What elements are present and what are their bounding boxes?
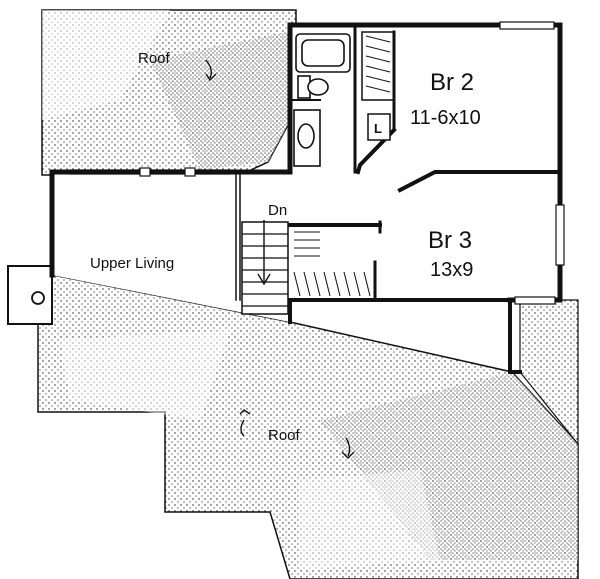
stair-direction-label: Dn <box>268 202 287 219</box>
bathtub <box>295 33 351 73</box>
closet-br3 <box>293 231 371 297</box>
roof-slope-arrow-icon <box>205 59 355 459</box>
stair-down-arrow-icon <box>257 220 271 286</box>
roof-label-bottom: Roof <box>268 427 301 444</box>
toilet <box>297 75 329 99</box>
walls <box>49 21 565 374</box>
stair <box>241 221 289 315</box>
br3-dims: 13x9 <box>430 259 473 281</box>
br2-name: Br 2 <box>430 69 474 96</box>
upper-living-label: Upper Living <box>90 255 174 272</box>
roof-upper-left <box>41 9 297 176</box>
closet-br2 <box>365 35 391 93</box>
laundry-box <box>367 113 391 141</box>
roof-lower <box>7 265 579 579</box>
sink-vanity <box>293 109 321 167</box>
chimney <box>7 265 53 325</box>
laundry-label: L <box>374 121 382 136</box>
roof-label-top: Roof <box>138 50 171 67</box>
br3-name: Br 3 <box>428 227 472 254</box>
br2-dims: 11-6x10 <box>410 107 481 129</box>
